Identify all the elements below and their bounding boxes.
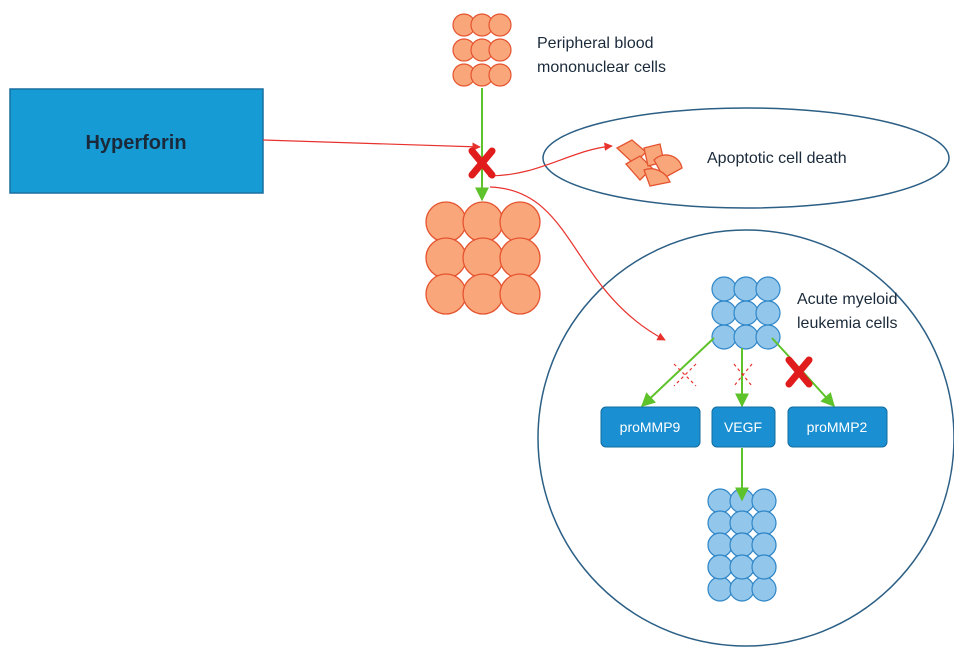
aml-cell — [755, 324, 781, 350]
endothelial-cell — [751, 554, 777, 580]
endothelial-cell — [751, 488, 777, 514]
target-prommp9-label: proMMP9 — [620, 419, 681, 435]
proliferating-cell — [462, 273, 504, 315]
aml-cell — [711, 276, 737, 302]
aml-label-line1: Acute myeloid — [797, 291, 898, 308]
hyperforin-box: Hyperforin — [9, 88, 264, 194]
endothelial-cell-cluster — [707, 488, 777, 602]
endothelial-cell — [707, 576, 733, 602]
apoptotic-cell-fragments — [615, 139, 683, 187]
aml-cell — [733, 276, 759, 302]
aml-cell-cluster — [711, 276, 781, 350]
inhibition-x-center-icon — [468, 147, 496, 179]
target-vegf-label: VEGF — [724, 419, 762, 435]
endothelial-cell — [751, 576, 777, 602]
partial-inhibition-prommp9-icon — [673, 363, 697, 387]
target-prommp9: proMMP9 — [600, 406, 701, 448]
proliferating-cell — [499, 201, 541, 243]
apoptosis-ellipse — [542, 107, 950, 209]
endothelial-cell — [729, 510, 755, 536]
aml-inhibition-arrow — [489, 186, 666, 341]
target-vegf: VEGF — [711, 406, 776, 448]
pbmc-cell — [488, 63, 512, 87]
pbmc-label-line2: mononuclear cells — [537, 59, 666, 76]
proliferating-cell — [499, 273, 541, 315]
endothelial-cell — [707, 532, 733, 558]
proliferating-cell — [462, 201, 504, 243]
aml-cell — [733, 300, 759, 326]
proliferating-cell — [499, 237, 541, 279]
aml-cell — [755, 276, 781, 302]
endothelial-cell — [751, 510, 777, 536]
target-prommp2: proMMP2 — [787, 406, 888, 448]
aml-circle — [537, 229, 954, 647]
pbmc-cell — [488, 13, 512, 37]
inhibition-x-prommp2-icon — [785, 356, 813, 388]
aml-cell — [755, 300, 781, 326]
apoptosis-arrow — [487, 142, 613, 177]
pbmc-label-line1: Peripheral blood — [537, 35, 654, 52]
endothelial-cell — [707, 510, 733, 536]
endothelial-cell — [707, 554, 733, 580]
endothelial-cell — [729, 576, 755, 602]
proliferating-cell — [425, 237, 467, 279]
partial-inhibition-vegf-icon — [733, 363, 753, 387]
endothelial-cell — [729, 554, 755, 580]
hyperforin-label: Hyperforin — [85, 132, 186, 154]
aml-to-prommp9-arrow — [640, 337, 715, 407]
endothelial-cell — [729, 532, 755, 558]
apoptosis-label: Apoptotic cell death — [707, 150, 847, 167]
proliferating-pbmc-cluster — [425, 201, 541, 315]
pbmc-cell-cluster — [452, 13, 512, 87]
aml-cell — [711, 324, 737, 350]
proliferating-cell — [425, 273, 467, 315]
aml-label-line2: leukemia cells — [797, 315, 897, 332]
target-prommp2-label: proMMP2 — [807, 419, 868, 435]
aml-cell — [711, 300, 737, 326]
aml-cell — [733, 324, 759, 350]
proliferating-cell — [425, 201, 467, 243]
endothelial-cell — [751, 532, 777, 558]
pbmc-cell — [488, 38, 512, 62]
proliferating-cell — [462, 237, 504, 279]
endothelial-cell — [707, 488, 733, 514]
hyperforin-arrow — [262, 139, 481, 151]
